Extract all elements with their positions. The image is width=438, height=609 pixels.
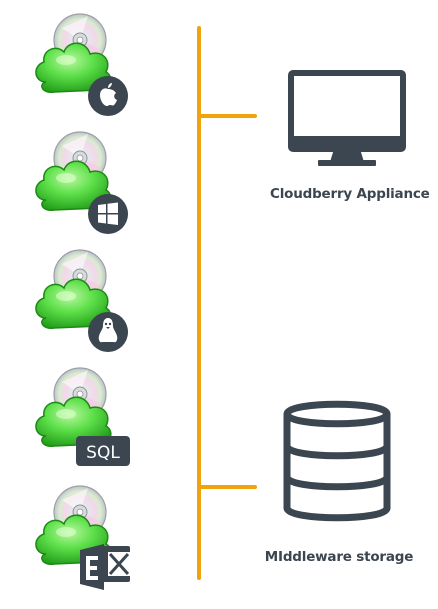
sql-badge: SQL [76,436,130,466]
linux-backup-product [28,246,138,356]
sql-badge-label: SQL [86,443,120,463]
sql-backup-product: SQL [28,364,138,474]
windows-icon [88,194,128,234]
macos-backup-product [28,10,138,120]
exchange-backup-product [28,482,138,592]
apple-icon [88,76,128,116]
storage-label: MIddleware storage [264,549,414,565]
linux-penguin-icon [88,312,128,352]
windows-backup-product [28,128,138,238]
appliance-label: Cloudberry Appliance [270,186,430,202]
monitor-icon [288,70,406,172]
exchange-icon [80,544,130,590]
database-icon [282,396,392,530]
